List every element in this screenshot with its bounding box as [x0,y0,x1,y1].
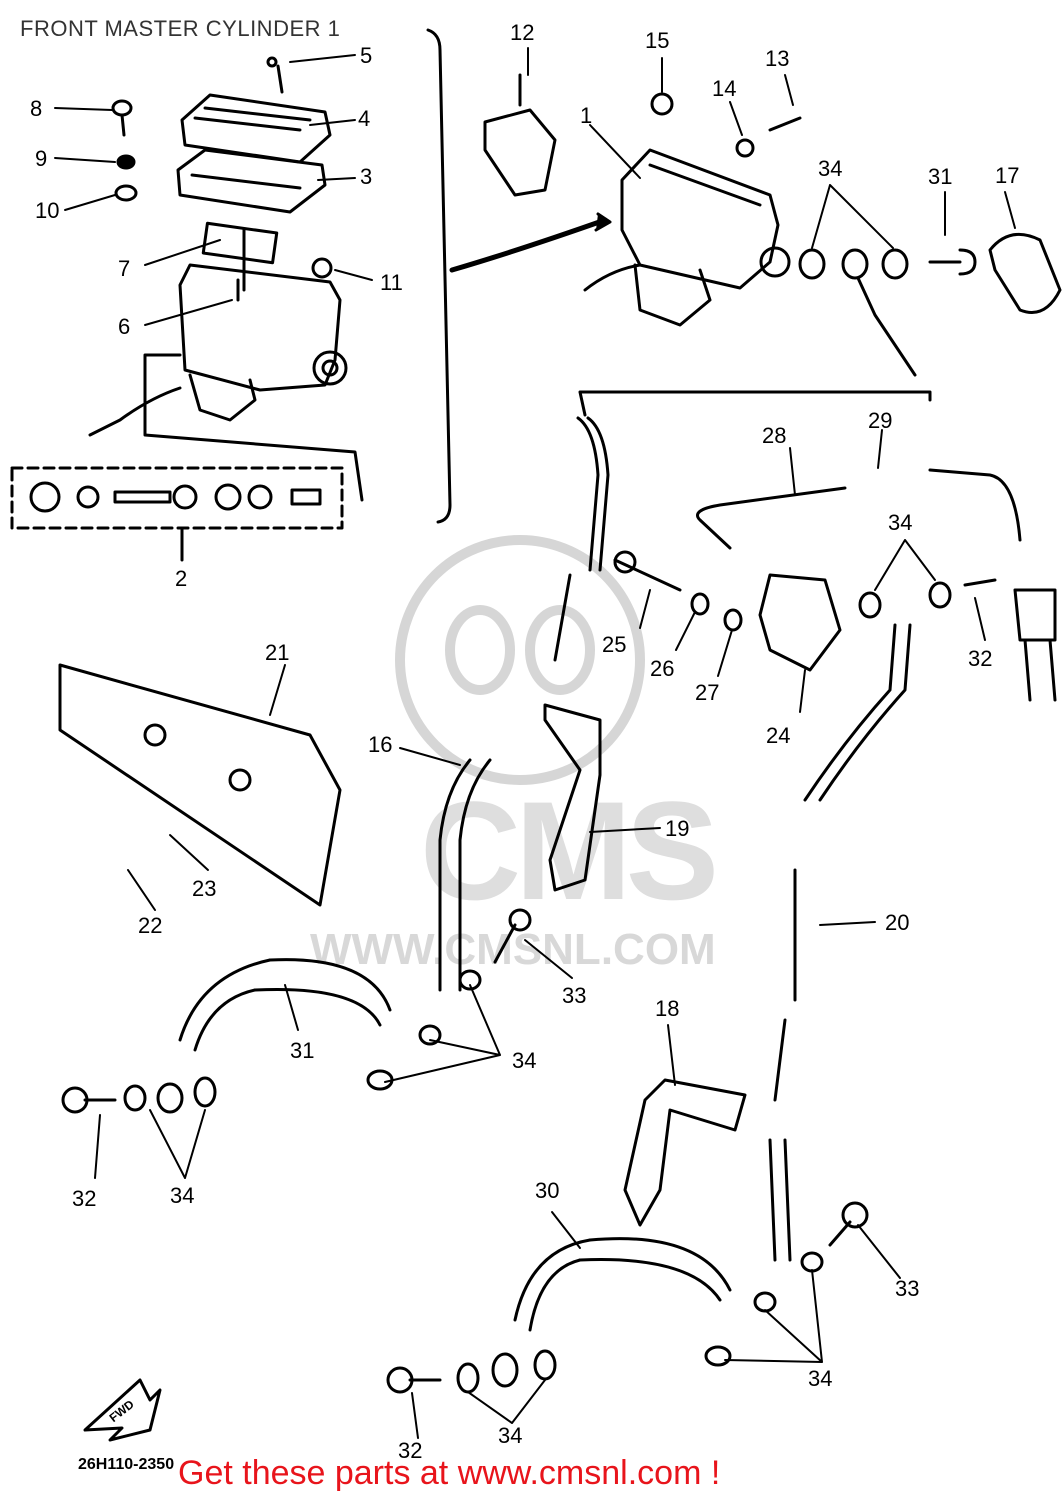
callout-34-c: 34 [512,1048,537,1073]
callout-11: 11 [380,270,403,295]
callout-29: 29 [868,408,893,433]
callout-6: 6 [118,314,131,339]
brackets [58,573,842,1227]
callout-14: 14 [712,76,737,101]
footer-link[interactable]: Get these parts at www.cmsnl.com ! [178,1454,721,1492]
callout-27: 27 [695,680,720,705]
callout-30: 30 [535,1178,560,1203]
callout-17: 17 [995,163,1020,188]
master-cylinder-right [578,92,1062,417]
diagram-code: 26H110-2350 [78,1456,175,1473]
callout-23: 23 [192,876,217,901]
master-cylinder-exploded [10,56,557,562]
callout-34-f: 34 [498,1423,523,1448]
fittings [61,550,1057,1394]
callout-3: 3 [360,164,373,189]
callout-10: 10 [35,198,60,223]
callout-2: 2 [175,566,188,591]
callout-32-d: 32 [398,1438,423,1463]
callout-34-a: 34 [818,156,843,181]
callout-25: 25 [602,632,627,657]
callout-18: 18 [655,996,680,1021]
callout-5: 5 [360,43,373,68]
callout-26: 26 [650,656,675,681]
callout-33-b: 33 [895,1276,920,1301]
callout-32-a: 31 [928,164,953,189]
callout-8: 8 [30,96,43,121]
callout-4: 4 [358,106,371,131]
callout-12: 12 [510,20,535,45]
callout-34-b: 34 [888,510,913,535]
watermark-url: WWW.CMSNL.COM [310,925,716,974]
callout-19: 19 [665,816,690,841]
callout-22: 22 [138,913,163,938]
callout-32-c: 32 [72,1186,97,1211]
callout-7: 7 [118,256,131,281]
callout-16: 16 [368,732,393,757]
callout-1: 1 [580,103,593,128]
fwd-arrow [83,1378,162,1442]
callout-32-b: 32 [968,646,993,671]
callout-33-a: 33 [562,983,587,1008]
callout-15: 15 [645,28,670,53]
callout-9: 9 [35,146,48,171]
callout-31: 31 [290,1038,315,1063]
brake-hoses [178,416,1022,1332]
callout-34-e: 34 [808,1366,833,1391]
callout-28: 28 [762,423,787,448]
callout-13: 13 [765,46,790,71]
callout-20: 20 [885,910,910,935]
leader-lines [54,47,1016,1439]
callout-21: 21 [265,640,290,665]
diagram-title: FRONT MASTER CYLINDER 1 [20,16,341,41]
callout-24: 24 [766,723,791,748]
callout-34-d: 34 [170,1183,195,1208]
